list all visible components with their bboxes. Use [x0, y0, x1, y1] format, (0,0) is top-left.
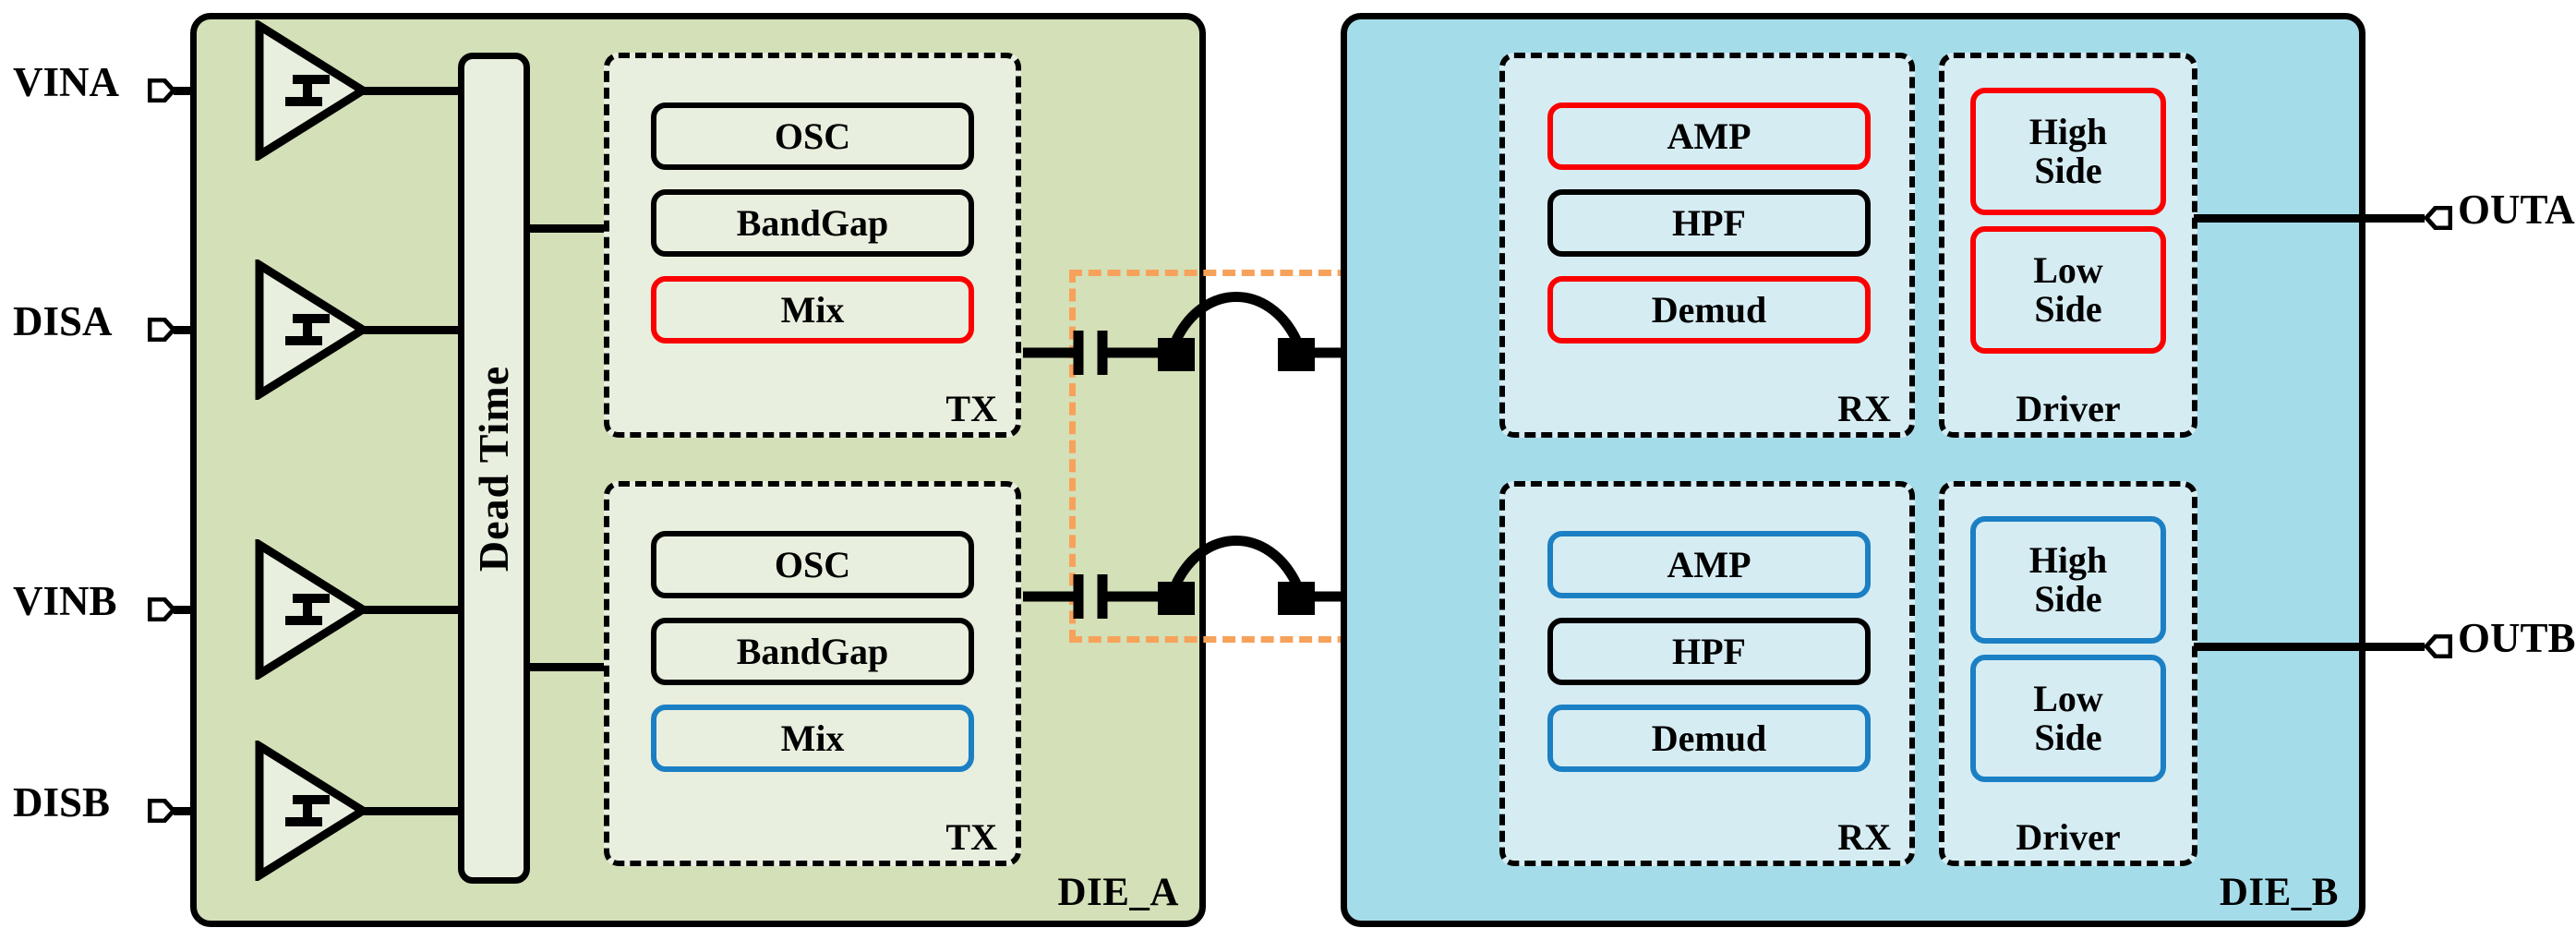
- rx-a-cell-amp[interactable]: AMP: [1547, 102, 1871, 170]
- wire-outb: [2194, 643, 2425, 651]
- die-a-label: DIE_A: [1057, 871, 1179, 914]
- tx-a-cell-mix[interactable]: Mix: [651, 276, 974, 343]
- pin-connector-outb: [2425, 634, 2452, 658]
- pin-label-vinb: VINB: [13, 578, 117, 624]
- tx-b-cell-mix[interactable]: Mix: [651, 705, 974, 772]
- rx-a-label: RX: [1837, 388, 1891, 429]
- wire-buf-a2-out: [360, 326, 463, 334]
- wire-buf-a1-out: [360, 87, 463, 95]
- pin-label-vina: VINA: [13, 59, 120, 105]
- driver-b-high-line2: Side: [2034, 578, 2102, 620]
- pin-connector-disb: [148, 799, 175, 823]
- tx-a-cell-bandgap[interactable]: BandGap: [651, 189, 974, 257]
- tx-a-label: TX: [945, 388, 997, 429]
- pin-connector-vinb: [148, 597, 175, 621]
- rx-a-cell-demud[interactable]: Demud: [1547, 276, 1871, 343]
- driver-a-low-line1: Low: [2033, 249, 2103, 292]
- schmitt-buffer-disb: [255, 741, 368, 881]
- wire-buf-b2-out: [360, 807, 463, 815]
- rx-b-label: RX: [1837, 816, 1891, 858]
- wire-buf-b1-out: [360, 606, 463, 614]
- wire-deadtime-txa: [524, 224, 617, 233]
- dead-time-block: Dead Time: [458, 53, 530, 884]
- rx-b-cell-hpf[interactable]: HPF: [1547, 618, 1871, 685]
- tx-a-cell-osc[interactable]: OSC: [651, 102, 974, 170]
- driver-b-label: Driver: [2016, 816, 2121, 858]
- driver-b-low-line2: Side: [2034, 717, 2102, 758]
- driver-a-high-line2: Side: [2034, 150, 2102, 191]
- wire-deadtime-txb: [524, 663, 617, 671]
- pin-label-disb: DISB: [13, 779, 111, 826]
- wire-outa: [2194, 214, 2425, 223]
- rx-a-cell-hpf[interactable]: HPF: [1547, 189, 1871, 257]
- schmitt-buffer-vina: [255, 20, 368, 161]
- die-b-label: DIE_B: [2219, 871, 2339, 914]
- pin-label-disa: DISA: [13, 298, 113, 344]
- rx-b-cell-amp[interactable]: AMP: [1547, 531, 1871, 598]
- pin-connector-outa: [2425, 206, 2452, 230]
- tx-b-cell-osc[interactable]: OSC: [651, 531, 974, 598]
- driver-b-high-line1: High: [2028, 539, 2108, 582]
- schmitt-buffer-vinb: [255, 539, 368, 680]
- pin-connector-vina: [148, 78, 175, 102]
- driver-a-cell-low-side[interactable]: Low Side: [1970, 226, 2166, 354]
- schmitt-buffer-disa: [255, 259, 368, 400]
- tx-b-label: TX: [945, 816, 997, 858]
- driver-a-low-line2: Side: [2034, 288, 2102, 330]
- pin-connector-disa: [148, 318, 175, 342]
- driver-a-label: Driver: [2016, 388, 2121, 429]
- driver-a-cell-high-side[interactable]: High Side: [1970, 88, 2166, 215]
- driver-b-low-line1: Low: [2033, 678, 2103, 720]
- driver-a-high-line1: High: [2028, 111, 2108, 153]
- tx-b-cell-bandgap[interactable]: BandGap: [651, 618, 974, 685]
- driver-b-cell-low-side[interactable]: Low Side: [1970, 655, 2166, 782]
- pin-label-outb: OUTB: [2458, 615, 2576, 661]
- pin-label-outa: OUTA: [2458, 187, 2575, 233]
- dead-time-label: Dead Time: [470, 365, 518, 572]
- driver-b-cell-high-side[interactable]: High Side: [1970, 516, 2166, 644]
- rx-b-cell-demud[interactable]: Demud: [1547, 705, 1871, 772]
